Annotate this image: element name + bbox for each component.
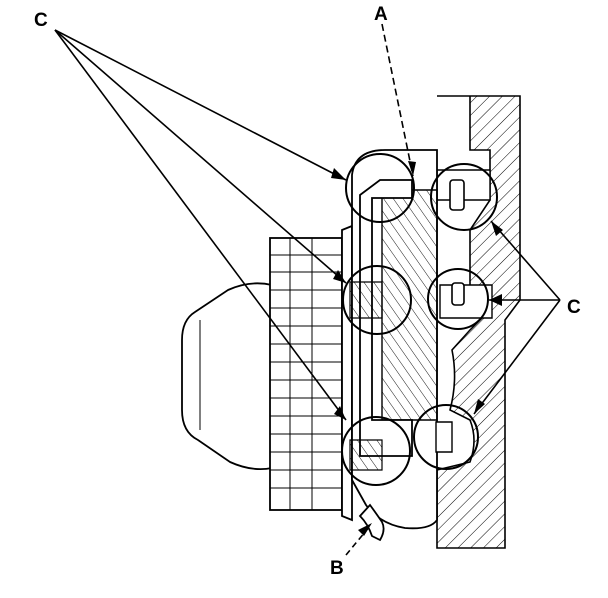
retainer-tab-top <box>449 179 465 211</box>
circle-c-right-bottom <box>413 404 479 470</box>
leaders-c-left <box>54 29 347 421</box>
end-cap <box>181 282 273 471</box>
circle-c-left-mid <box>342 265 412 335</box>
splined-hub <box>269 224 353 522</box>
retainer-tabs <box>435 179 465 453</box>
label-a: A <box>374 4 388 25</box>
circle-c-left-bottom <box>341 416 411 486</box>
circle-c-right-mid <box>427 268 489 330</box>
gear-body <box>349 149 438 542</box>
label-b: B <box>330 558 344 579</box>
callout-circles <box>341 153 498 486</box>
circle-c-left-top <box>345 153 415 223</box>
retainer-tab-bottom <box>435 421 453 453</box>
retainer-tab-mid <box>451 282 465 306</box>
leader-b <box>345 523 372 556</box>
leader-a <box>381 23 416 177</box>
label-c-right: C <box>567 297 581 318</box>
leaders-c-right <box>473 220 561 415</box>
circle-c-right-top <box>430 163 498 231</box>
label-c-left: C <box>34 10 48 31</box>
